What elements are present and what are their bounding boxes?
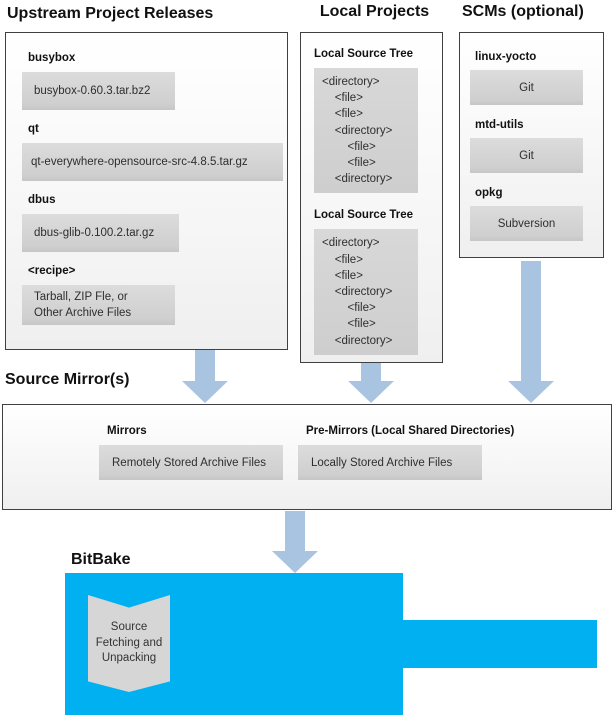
upstream-entry-qt: qt qt-everywhere-opensource-src-4.8.5.ta… — [22, 123, 287, 181]
bitbake-block: Source Fetching and Unpacking — [65, 573, 403, 715]
scm-entry-linux-yocto: linux-yocto Git — [470, 51, 603, 105]
local-projects-section-title: Local Projects — [319, 3, 430, 20]
upstream-archive-box: dbus-glib-0.100.2.tar.gz — [22, 214, 179, 252]
scms-panel: linux-yocto Git mtd-utils Git opkg Subve… — [459, 32, 604, 258]
tree-line: <file> — [322, 269, 363, 282]
bitbake-section-title: BitBake — [71, 551, 131, 568]
mirrors-group-label: Mirrors — [107, 425, 147, 437]
scm-entry-label: opkg — [475, 187, 503, 199]
tree-line: <directory> — [322, 334, 393, 347]
archive-description-line: Tarball, ZIP Fle, or — [34, 291, 128, 303]
tree-line: <directory> — [322, 286, 393, 299]
upstream-archive-box: Tarball, ZIP Fle, or Other Archive Files — [22, 285, 175, 325]
tree-line: <directory> — [322, 173, 393, 186]
tree-line: <file> — [322, 140, 376, 153]
down-arrow-icon — [182, 350, 228, 403]
scm-entry-opkg: opkg Subversion — [470, 187, 603, 241]
arrow-shaft — [361, 363, 381, 381]
tree-line: <file> — [322, 302, 376, 315]
local-source-tree-group: Local Source Tree <directory> <file> <fi… — [314, 209, 442, 355]
local-source-tree-box: <directory> <file> <file> <directory> <f… — [314, 68, 418, 194]
upstream-archive-box: busybox-0.60.3.tar.bz2 — [22, 72, 175, 110]
scms-section-title: SCMs (optional) — [462, 3, 584, 20]
bitbake-output-band — [403, 620, 597, 668]
arrow-shaft — [195, 350, 215, 381]
ribbon-text-line: Unpacking — [101, 652, 157, 665]
scm-entry-mtd-utils: mtd-utils Git — [470, 119, 603, 173]
scm-type: Git — [519, 149, 534, 162]
mirrors-archive-box: Remotely Stored Archive Files — [99, 445, 283, 480]
arrow-head — [182, 381, 228, 403]
upstream-entry-label: dbus — [28, 194, 56, 206]
tree-line: <file> — [322, 157, 376, 170]
tree-line: <file> — [322, 108, 363, 121]
upstream-entry-label: busybox — [28, 52, 76, 64]
ribbon-text-line: Fetching and — [95, 636, 163, 649]
arrow-head — [508, 381, 554, 403]
source-mirrors-panel: Mirrors Remotely Stored Archive Files Pr… — [2, 404, 612, 510]
pre-mirrors-group-label: Pre-Mirrors (Local Shared Directories) — [306, 425, 515, 437]
arrow-shaft — [521, 261, 541, 381]
source-fetching-ribbon: Source Fetching and Unpacking — [88, 595, 170, 692]
pre-mirrors-archive-text: Locally Stored Archive Files — [311, 456, 453, 469]
scm-type-box: Subversion — [470, 206, 583, 241]
scm-entry-label: mtd-utils — [475, 119, 524, 131]
local-source-tree-box: <directory> <file> <file> <directory> <f… — [314, 229, 418, 355]
upstream-section-title: Upstream Project Releases — [7, 5, 214, 22]
upstream-entry-busybox: busybox busybox-0.60.3.tar.bz2 — [22, 52, 287, 110]
upstream-archive-box: qt-everywhere-opensource-src-4.8.5.tar.g… — [22, 143, 283, 181]
arrow-shaft — [285, 511, 305, 551]
local-source-tree-label: Local Source Tree — [314, 48, 414, 60]
scm-type-box: Git — [470, 138, 583, 173]
archive-filename: dbus-glib-0.100.2.tar.gz — [34, 227, 155, 239]
scm-entry-label: linux-yocto — [475, 51, 537, 63]
upstream-releases-panel: busybox busybox-0.60.3.tar.bz2 qt qt-eve… — [5, 32, 288, 350]
upstream-entry-recipe: <recipe> Tarball, ZIP Fle, or Other Arch… — [22, 265, 287, 325]
mirrors-archive-text: Remotely Stored Archive Files — [112, 456, 267, 469]
local-source-tree-label: Local Source Tree — [314, 209, 414, 222]
scm-type: Subversion — [497, 217, 556, 230]
tree-line: <directory> — [322, 237, 380, 250]
tree-line: <file> — [322, 92, 363, 105]
pre-mirrors-archive-box: Locally Stored Archive Files — [298, 445, 482, 480]
down-arrow-icon — [272, 511, 318, 573]
tree-line: <file> — [322, 318, 376, 331]
down-arrow-icon — [508, 261, 554, 403]
scm-type: Git — [519, 81, 534, 94]
upstream-entry-label: qt — [28, 123, 39, 135]
archive-filename: qt-everywhere-opensource-src-4.8.5.tar.g… — [31, 156, 248, 168]
arrow-head — [272, 551, 318, 573]
local-projects-panel: Local Source Tree <directory> <file> <fi… — [300, 32, 443, 363]
arrow-head — [348, 381, 394, 403]
ribbon-text-line: Source — [110, 621, 148, 634]
pre-mirrors-group: Pre-Mirrors (Local Shared Directories) L… — [298, 425, 514, 480]
down-arrow-icon — [348, 363, 394, 403]
tree-line: <file> — [322, 253, 363, 266]
mirrors-group: Mirrors Remotely Stored Archive Files — [99, 425, 283, 480]
archive-filename: busybox-0.60.3.tar.bz2 — [34, 85, 151, 97]
tree-line: <directory> — [322, 76, 380, 88]
source-mirrors-section-title: Source Mirror(s) — [5, 371, 130, 388]
scm-type-box: Git — [470, 70, 583, 105]
upstream-entry-dbus: dbus dbus-glib-0.100.2.tar.gz — [22, 194, 287, 252]
local-source-tree-group: Local Source Tree <directory> <file> <fi… — [314, 48, 442, 194]
tree-line: <directory> — [322, 124, 393, 137]
upstream-entry-label: <recipe> — [28, 265, 76, 277]
archive-description-line: Other Archive Files — [34, 307, 132, 319]
